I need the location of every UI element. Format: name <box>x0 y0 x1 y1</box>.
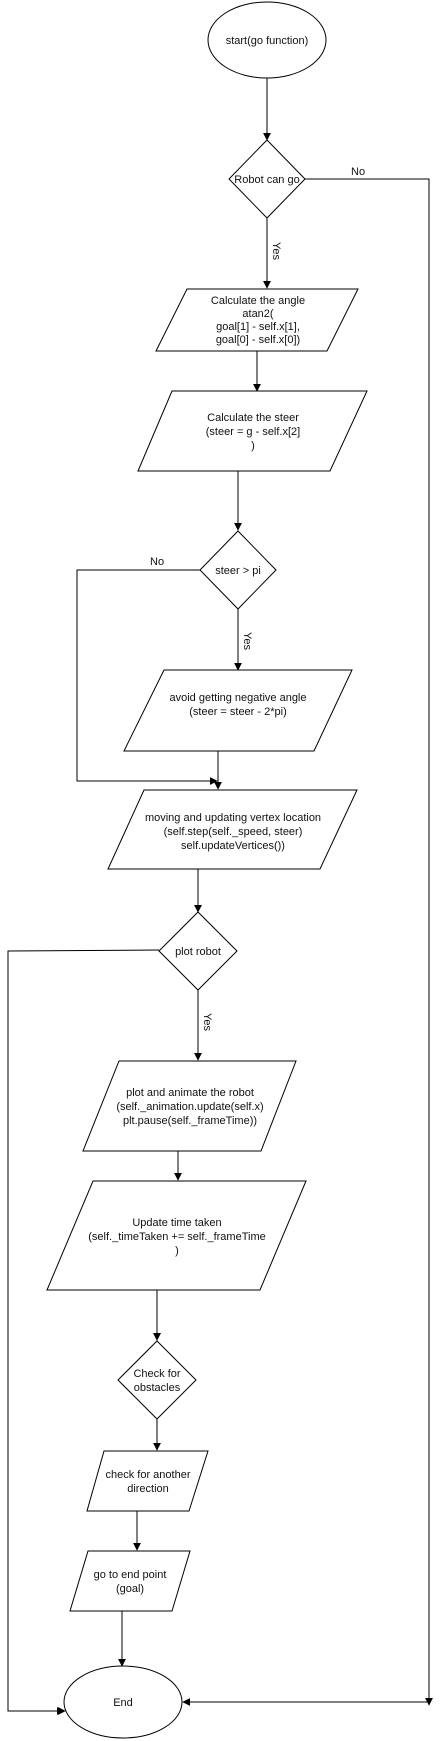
calc-steer-parallelogram <box>137 390 368 472</box>
moving-parallelogram <box>107 789 358 870</box>
check-obstacles-line-1: Check for <box>133 1368 180 1380</box>
node-check-direction: check for another direction <box>86 1450 209 1512</box>
go-end-line-1: go to end point <box>94 1569 167 1581</box>
edge-label-steer-yes: Yes <box>241 632 253 650</box>
calc-angle-parallelogram <box>155 288 359 352</box>
check-obstacles-line-2: obstacles <box>134 1382 181 1394</box>
plot-robot-diamond <box>158 911 238 991</box>
calc-steer-line-1: Calculate the steer <box>207 412 299 424</box>
avoid-negative-line-2: (steer = steer - 2*pi) <box>189 706 287 718</box>
steer-gt-pi-diamond <box>199 530 277 610</box>
check-direction-line-2: direction <box>127 1483 169 1495</box>
node-update-time: Update time taken (self._timeTaken += se… <box>46 1180 307 1291</box>
node-plot-animate: plot and animate the robot (self._animat… <box>82 1060 297 1152</box>
plot-animate-line-1: plot and animate the robot <box>126 1087 254 1099</box>
node-avoid-negative: avoid getting negative angle (steer = st… <box>123 669 353 752</box>
check-direction-parallelogram <box>86 1450 209 1512</box>
edge-labels: No Yes No Yes Yes <box>150 166 365 1031</box>
node-go-end: go to end point (goal) <box>69 1550 191 1612</box>
edge-steer-no <box>76 569 218 785</box>
plot-animate-line-3: plt.pause(self._frameTime)) <box>123 1115 257 1127</box>
edge-label-robot-yes: Yes <box>270 242 282 260</box>
go-end-parallelogram <box>69 1550 191 1612</box>
check-obstacles-diamond <box>117 1340 197 1420</box>
node-end: End <box>63 1665 183 1739</box>
end-label: End <box>113 1697 133 1709</box>
robot-can-go-diamond <box>228 139 306 219</box>
check-direction-line-1: check for another <box>106 1469 191 1481</box>
update-time-parallelogram <box>46 1180 307 1291</box>
node-calc-steer: Calculate the steer (steer = g - self.x[… <box>137 390 368 472</box>
node-moving: moving and updating vertex location (sel… <box>107 789 358 870</box>
update-time-line-1: Update time taken <box>132 1217 221 1229</box>
node-check-obstacles: Check for obstacles <box>117 1340 197 1420</box>
go-end-line-2: (goal) <box>116 1583 144 1595</box>
edge-label-plot-yes: Yes <box>201 1013 213 1031</box>
moving-line-3: self.updateVertices()) <box>181 840 285 852</box>
calc-steer-line-2: (steer = g - self.x[2] <box>206 426 300 438</box>
moving-line-2: (self.step(self._speed, steer) <box>164 826 303 838</box>
robot-can-go-label: Robot can go <box>234 174 299 186</box>
calc-angle-line-4: goal[0] - self.x[0]) <box>216 334 300 346</box>
avoid-negative-parallelogram <box>123 669 353 752</box>
calc-angle-line-3: goal[1] - self.x[1], <box>216 321 300 333</box>
node-plot-robot: plot robot <box>158 911 238 991</box>
update-time-line-2: (self._timeTaken += self._frameTime <box>88 1231 266 1243</box>
plot-animate-line-2: (self._animation.update(self.x) <box>116 1101 263 1113</box>
steer-gt-pi-label: steer > pi <box>215 565 261 577</box>
edge-robot-no <box>305 178 433 1706</box>
plot-robot-label: plot robot <box>175 946 221 958</box>
plot-animate-parallelogram <box>82 1060 297 1152</box>
node-start: start(go function) <box>207 1 327 79</box>
start-ellipse <box>207 1 327 79</box>
update-time-line-3: ) <box>175 1245 179 1257</box>
start-label: start(go function) <box>226 35 309 47</box>
moving-line-1: moving and updating vertex location <box>145 812 321 824</box>
calc-angle-line-1: Calculate the angle <box>211 295 305 307</box>
avoid-negative-line-1: avoid getting negative angle <box>170 692 307 704</box>
end-ellipse <box>63 1665 183 1739</box>
node-steer-gt-pi: steer > pi <box>199 530 277 610</box>
node-robot-can-go: Robot can go <box>228 139 306 219</box>
calc-angle-line-2: atan2( <box>242 308 274 320</box>
node-calc-angle: Calculate the angle atan2( goal[1] - sel… <box>155 288 359 352</box>
calc-steer-line-3: ) <box>251 440 255 452</box>
edge-label-steer-no: No <box>150 556 164 568</box>
edge-label-robot-no: No <box>351 166 365 178</box>
